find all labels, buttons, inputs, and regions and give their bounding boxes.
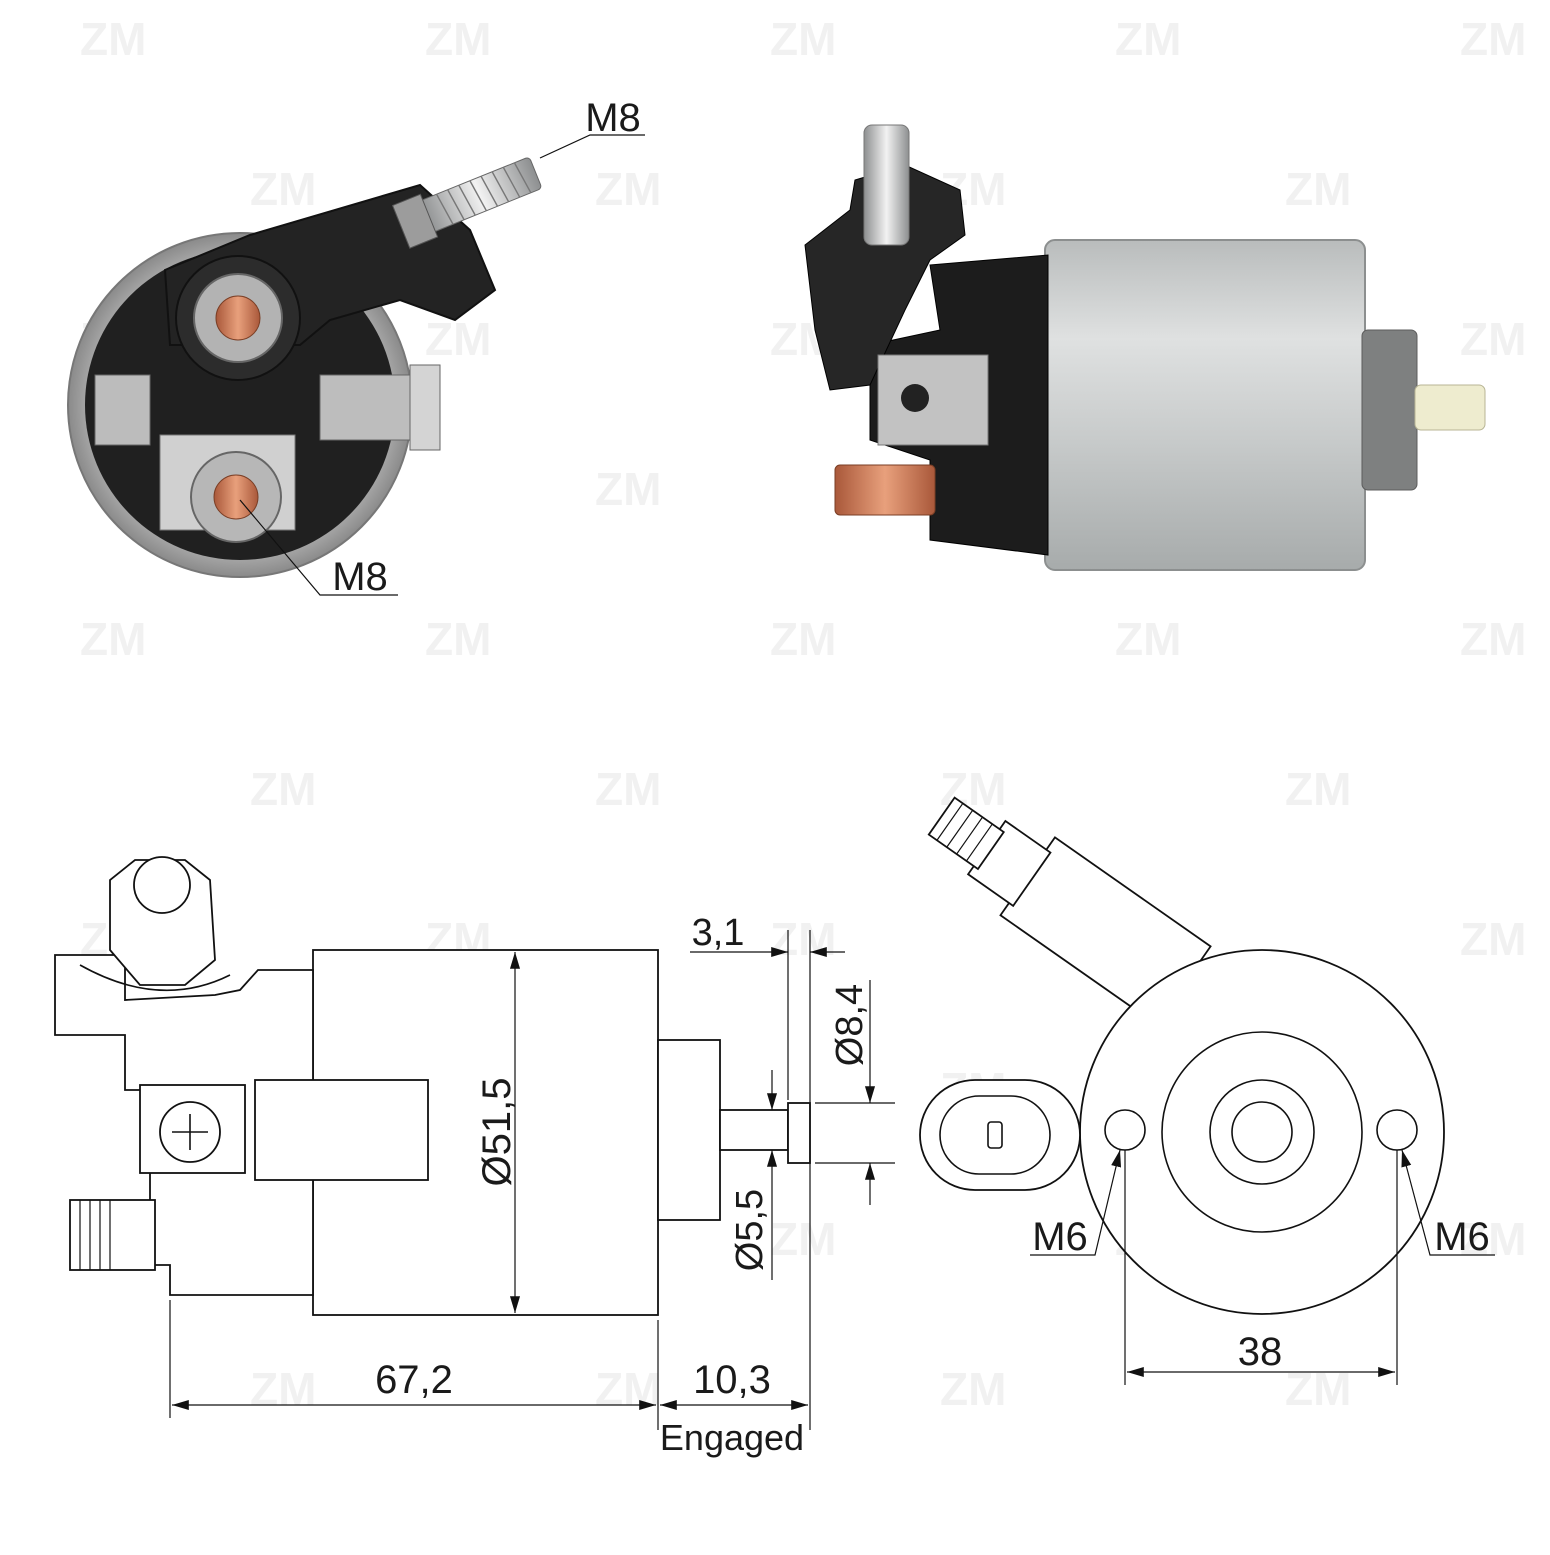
watermark-text: ZM [1460, 1213, 1526, 1265]
dim-label-10-3: 10,3 [693, 1358, 771, 1402]
drawing-plunger-tip [787, 1102, 811, 1164]
watermark-text: ZM [250, 163, 316, 215]
watermark-text: ZM [1285, 763, 1351, 815]
watermark-text: ZM [1460, 613, 1526, 665]
watermark-text: ZM [595, 763, 661, 815]
drawing-plunger-shaft [719, 1109, 789, 1151]
drawing-end-center [1231, 1101, 1293, 1163]
drawing-lower-stud [69, 1199, 156, 1271]
watermark-text: ZM [1285, 163, 1351, 215]
watermark-text: ZM [425, 13, 491, 65]
drawing-end-connector [919, 1079, 1081, 1191]
label-bottom-m8: M8 [332, 555, 388, 599]
watermark-text: ZM [1115, 613, 1181, 665]
watermark-text: ZM [770, 1213, 836, 1265]
side-copper-stud [834, 464, 936, 516]
watermark-text: ZM [425, 313, 491, 365]
watermark-text: ZM [595, 463, 661, 515]
leader-line-left-m6 [1030, 1149, 1122, 1256]
side-spade-tab [877, 354, 989, 446]
watermark-text: ZM [80, 613, 146, 665]
watermark-text: ZM [770, 913, 836, 965]
left-screw [94, 374, 151, 446]
drawing-side-projection: Ø51,5 3,1 Ø8,4 Ø5,5 67,2 10,3 Engaged [54, 856, 895, 1458]
drawing-connector [254, 1079, 429, 1181]
drawing-end-ring [1161, 1031, 1363, 1233]
label-left-m6: M6 [1032, 1215, 1088, 1259]
watermark-text: ZM [770, 613, 836, 665]
engaged-note: Engaged [660, 1417, 804, 1458]
plunger-housing [1361, 329, 1418, 491]
watermark-text: ZM [1285, 1363, 1351, 1415]
leader-line-bottom-m8 [239, 499, 398, 596]
side-upper-stud [863, 124, 910, 246]
watermark-text: ZM [425, 613, 491, 665]
watermark-text: ZM [940, 1363, 1006, 1415]
dim-label-38: 38 [1238, 1330, 1283, 1374]
watermark-text: ZM [1460, 913, 1526, 965]
dim-label-d8-4: Ø8,4 [829, 984, 871, 1066]
leader-line-right-m6 [1401, 1149, 1495, 1256]
leader-line-top-m8 [539, 134, 645, 159]
top-terminal-copper [215, 295, 261, 341]
watermark-text: ZM [770, 13, 836, 65]
plunger-tip [1414, 384, 1486, 431]
watermark-text: ZM [595, 1363, 661, 1415]
drawing-end-projection: M6 M6 38 [919, 796, 1495, 1385]
drawing-end-outer-circle [1079, 949, 1445, 1315]
dim-label-d51-5: Ø51,5 [475, 1078, 519, 1187]
label-top-m8: M8 [585, 96, 641, 140]
drawing-end-inner-ring [1209, 1079, 1315, 1185]
drawing-plunger-body [657, 1039, 721, 1221]
label-right-m6: M6 [1434, 1215, 1490, 1259]
watermark-text: ZM [1460, 313, 1526, 365]
watermark-text: ZM [1115, 13, 1181, 65]
dim-label-3-1: 3,1 [692, 912, 745, 954]
dim-label-67-2: 67,2 [375, 1358, 453, 1402]
watermark-text: ZM [595, 163, 661, 215]
bottom-terminal-copper [213, 474, 259, 520]
side-terminal-arm [804, 164, 966, 391]
dim-label-d5-5: Ø5,5 [729, 1189, 771, 1271]
solenoid-can [1044, 239, 1366, 571]
watermark-text: ZM [250, 763, 316, 815]
upper-stud [391, 157, 542, 249]
side-spade-tab [319, 374, 421, 441]
photo-side-view [804, 124, 1486, 571]
drawing-end-terminal-arm [927, 796, 1212, 1026]
photo-end-view: M8 M8 [67, 96, 645, 599]
watermark-text: ZM [1460, 13, 1526, 65]
watermark-text: ZM [80, 13, 146, 65]
watermark-text: ZM [250, 1363, 316, 1415]
